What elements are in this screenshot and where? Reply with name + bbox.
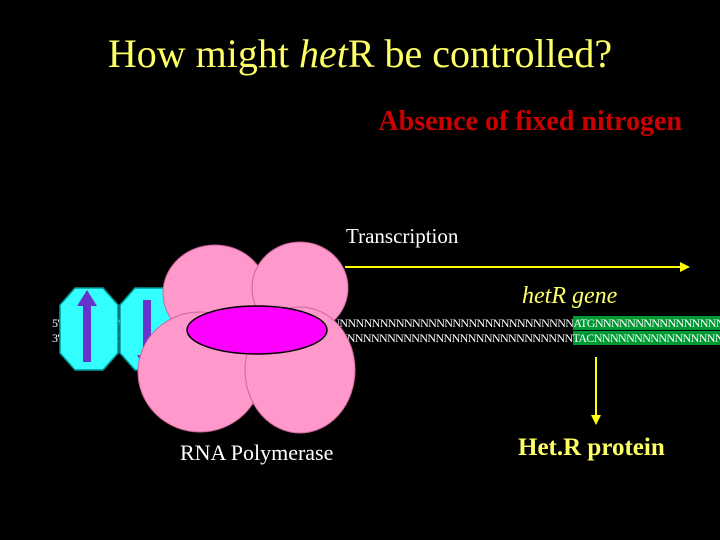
repressor-protein-left xyxy=(60,288,118,370)
rna-polymerase-label: RNA Polymerase xyxy=(180,440,333,466)
protein-label: Het.R protein xyxy=(518,434,665,462)
repressor-arrow-shaft xyxy=(83,300,91,362)
polymerase-core xyxy=(187,306,327,354)
rna-polymerase xyxy=(138,242,355,433)
